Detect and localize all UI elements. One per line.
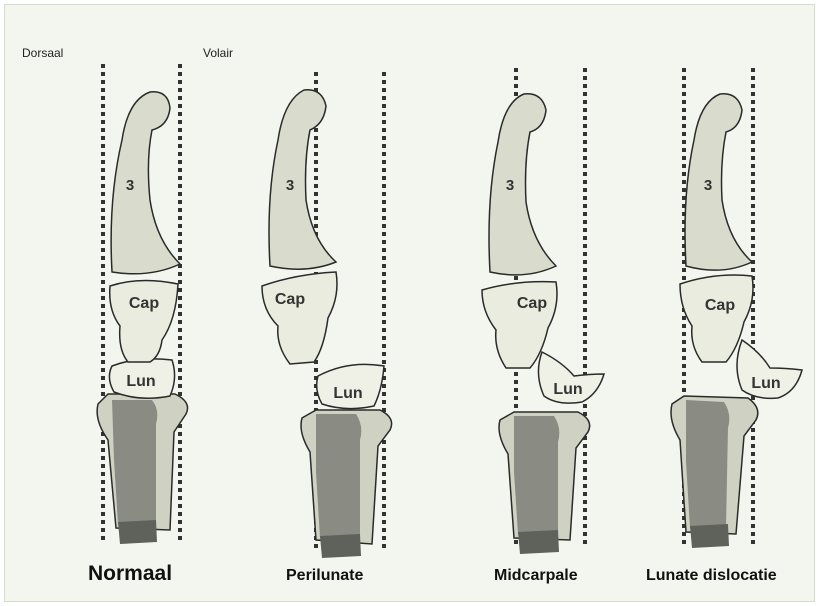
capitate-bone: [262, 272, 337, 364]
radius-shaft: [514, 416, 559, 534]
panel-lunate-dislocatie: Lun Cap 3: [671, 68, 802, 548]
panel-title-midcarpale: Midcarpale: [494, 567, 578, 585]
lunate-label: Lun: [126, 373, 155, 390]
metacarpal-label: 3: [506, 177, 514, 194]
panel-midcarpale: Lun Cap 3: [482, 68, 604, 554]
metacarpal-bone: [489, 94, 556, 275]
radius-shaft: [686, 400, 729, 528]
capitate-label: Cap: [517, 295, 547, 312]
capitate-label: Cap: [275, 291, 305, 308]
capitate-label: Cap: [129, 295, 159, 312]
metacarpal-bone: [685, 94, 752, 270]
capitate-bone: [110, 280, 178, 362]
lunate-label: Lun: [553, 381, 582, 398]
radius-shaft: [316, 414, 361, 538]
metacarpal-label: 3: [286, 177, 294, 194]
panel-title-perilunate: Perilunate: [286, 567, 363, 585]
capitate-label: Cap: [705, 297, 735, 314]
metacarpal-bone: [269, 90, 336, 269]
radius-shaft: [112, 400, 157, 524]
metacarpal-label: 3: [704, 177, 712, 194]
radius-base: [518, 530, 559, 554]
metacarpal-label: 3: [126, 177, 134, 194]
panel-title-normaal: Normaal: [88, 562, 172, 586]
radius-base: [690, 524, 729, 548]
radius-base: [118, 520, 157, 544]
lunate-label: Lun: [751, 375, 780, 392]
panel-perilunate: Lun Cap 3: [262, 72, 392, 558]
radius-base: [320, 534, 361, 558]
lunate-label: Lun: [333, 385, 362, 402]
metacarpal-bone: [111, 92, 180, 274]
panel-normaal: Lun Cap 3: [97, 64, 187, 544]
panel-title-lunate-dislocatie: Lunate dislocatie: [646, 567, 777, 585]
